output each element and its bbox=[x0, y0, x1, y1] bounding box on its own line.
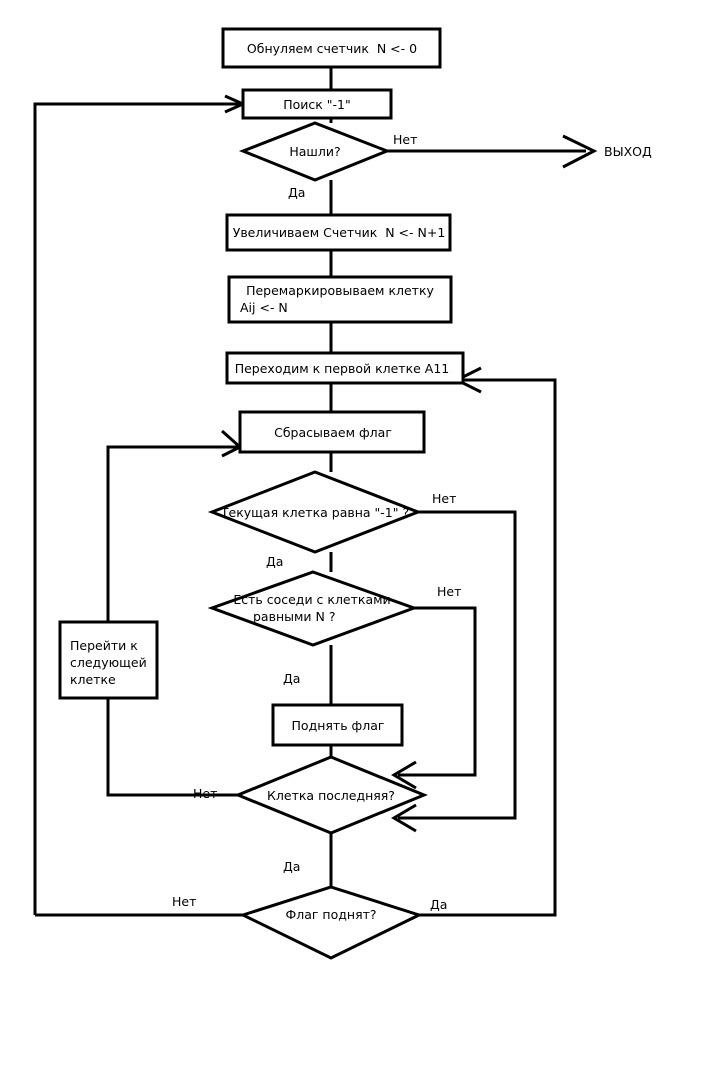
node-goto-first-cell-label: Переходим к первой клетке А11 bbox=[235, 361, 450, 376]
arrowhead-lastcell-upper bbox=[391, 760, 417, 790]
edge-label-last-cell-no: Нет bbox=[193, 786, 217, 801]
edge-label-flag-raised-no: Нет bbox=[172, 894, 196, 909]
node-next-cell-label-line1: Перейти к bbox=[70, 638, 138, 653]
node-last-cell-question[interactable] bbox=[234, 755, 428, 835]
node-reset-flag-label: Сбрасываем флаг bbox=[274, 425, 392, 440]
edge-label-last-cell-yes: Да bbox=[283, 859, 300, 874]
node-search-minus-one[interactable] bbox=[241, 88, 393, 120]
node-goto-first-cell[interactable] bbox=[225, 351, 465, 385]
node-init-counter-label: Обнуляем счетчик N <- 0 bbox=[247, 41, 417, 56]
node-raise-flag-label: Поднять флаг bbox=[292, 718, 385, 733]
connector-neighbours-no-to-lastcell bbox=[398, 606, 477, 777]
connector-nextcell-to-resetflag bbox=[106, 445, 240, 622]
arrowhead-lastcell-lower bbox=[391, 803, 417, 833]
edge-label-neighbours-no: Нет bbox=[437, 584, 461, 599]
arrowhead-into-resetflag bbox=[221, 429, 243, 458]
node-found-question-label: Нашли? bbox=[289, 144, 340, 159]
node-neighbours-question-label-line1: Есть соседи с клетками bbox=[233, 592, 390, 607]
node-current-cell-question[interactable] bbox=[207, 470, 423, 554]
node-next-cell-label-line2: следующей bbox=[70, 655, 147, 670]
connector-currentcell-no-to-lastcell bbox=[398, 510, 517, 820]
node-neighbours-question[interactable] bbox=[207, 570, 419, 647]
node-next-cell-label-line3: клетке bbox=[70, 672, 116, 687]
edge-label-neighbours-yes: Да bbox=[283, 671, 300, 686]
node-reset-flag[interactable] bbox=[238, 410, 426, 454]
node-increment-counter-label: Увеличиваем Счетчик N <- N+1 bbox=[233, 225, 446, 240]
node-exit-terminal-label: ВЫХОД bbox=[604, 144, 652, 159]
node-next-cell[interactable] bbox=[58, 620, 159, 700]
connector-flagno-to-search bbox=[33, 102, 243, 915]
node-remark-cell-label-line2: Aij <- N bbox=[240, 300, 288, 315]
node-current-cell-question-label: Текущая клетка равна "-1" ? bbox=[220, 505, 409, 520]
node-init-counter[interactable] bbox=[221, 27, 442, 69]
node-remark-cell-label-line1: Перемаркировываем клетку bbox=[246, 283, 434, 298]
edge-label-found-no: Нет bbox=[393, 132, 417, 147]
node-last-cell-question-label: Клетка последняя? bbox=[267, 788, 395, 803]
connector-flagraised-yes-to-gotofirst bbox=[419, 378, 557, 917]
node-increment-counter[interactable] bbox=[225, 213, 452, 252]
edge-label-found-yes: Да bbox=[288, 185, 305, 200]
node-remark-cell[interactable] bbox=[227, 275, 453, 324]
edge-label-current-cell-yes: Да bbox=[266, 554, 283, 569]
node-found-question[interactable] bbox=[238, 121, 392, 182]
arrowhead-exit bbox=[562, 134, 598, 169]
node-raise-flag[interactable] bbox=[271, 703, 404, 747]
edge-label-current-cell-no: Нет bbox=[432, 491, 456, 506]
node-flag-raised-question-label: Флаг поднят? bbox=[285, 907, 376, 922]
node-flag-raised-question[interactable] bbox=[238, 885, 424, 960]
edge-label-flag-raised-yes: Да bbox=[430, 897, 447, 912]
node-neighbours-question-label-line2: равными N ? bbox=[253, 609, 336, 624]
connector-lastcell-no-to-nextcell bbox=[106, 698, 238, 797]
node-search-minus-one-label: Поиск "-1" bbox=[283, 97, 351, 112]
